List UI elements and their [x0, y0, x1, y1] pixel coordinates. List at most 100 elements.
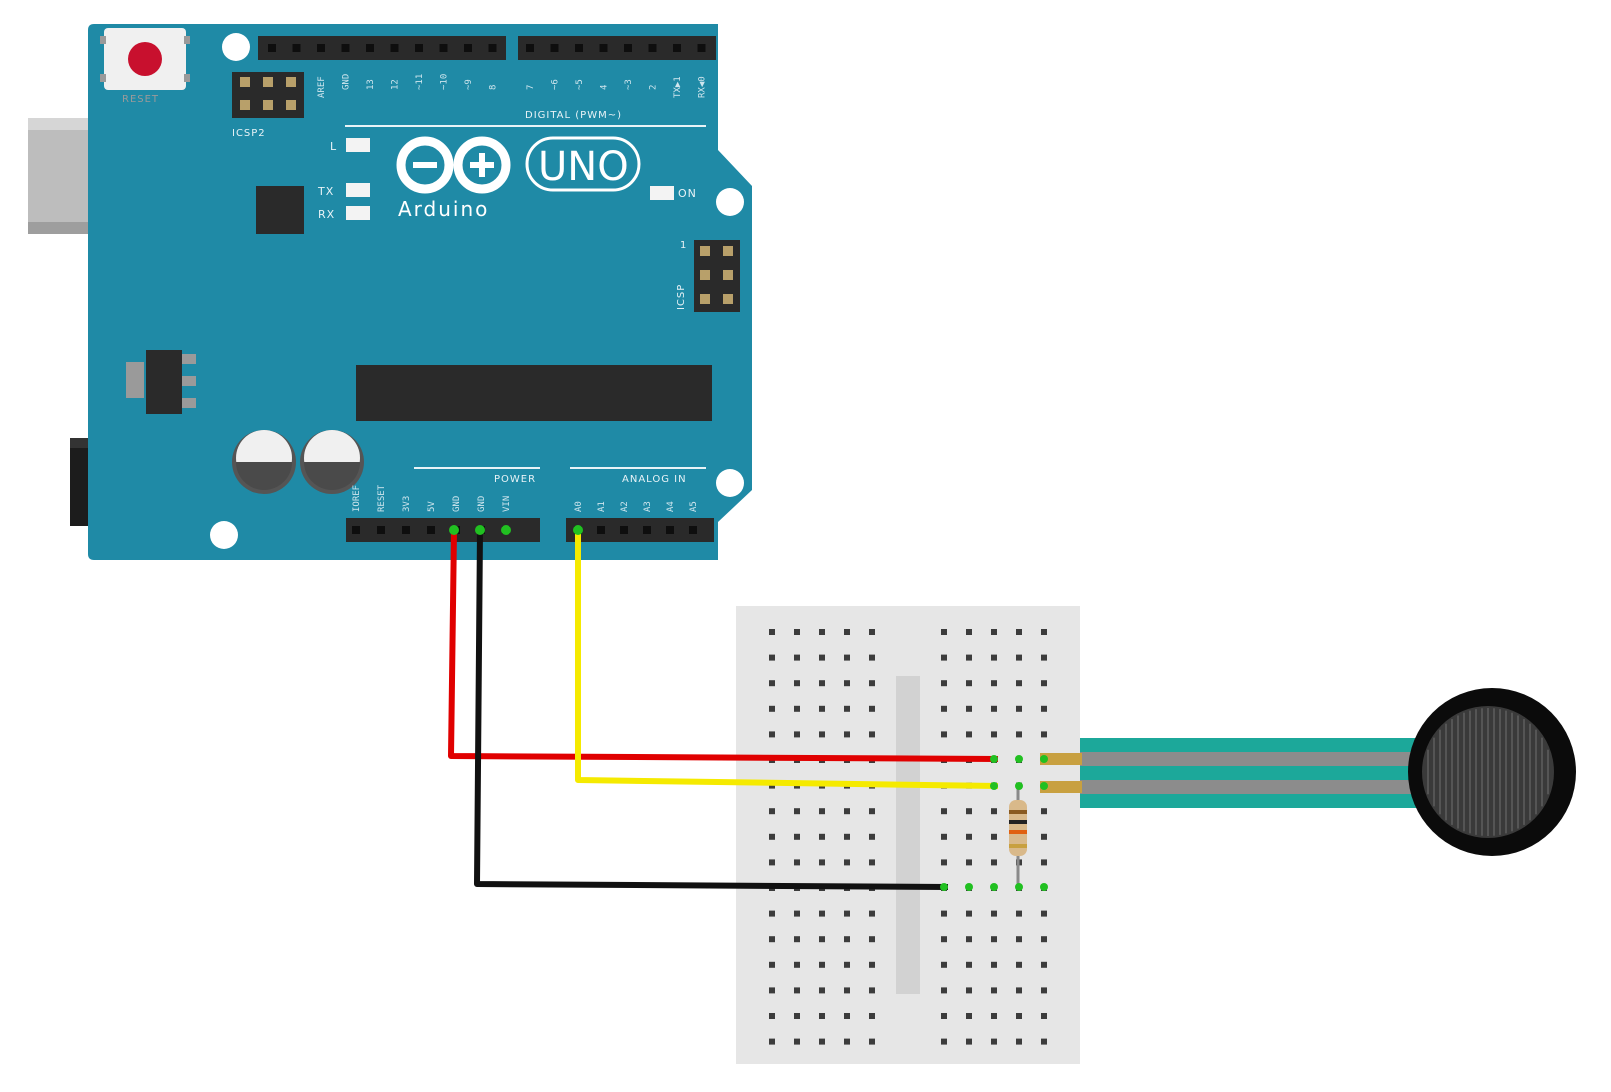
- pin-label: 5V: [427, 501, 437, 512]
- breadboard-hole: [1041, 1038, 1047, 1045]
- breadboard-hole: [844, 680, 850, 687]
- led-tx: TX: [317, 183, 370, 198]
- pin-label: 8: [489, 85, 499, 90]
- led-rx: RX: [318, 206, 370, 221]
- connection-dot: [990, 782, 998, 790]
- breadboard-hole: [1016, 910, 1022, 917]
- breadboard-hole: [966, 731, 972, 738]
- breadboard-hole: [991, 833, 997, 840]
- breadboard-hole: [941, 654, 947, 661]
- icsp-label: ICSP: [676, 284, 687, 310]
- svg-text:TX: TX: [317, 185, 334, 198]
- pin-label: 13: [366, 79, 376, 90]
- breadboard-hole: [941, 731, 947, 738]
- mounting-hole: [222, 33, 250, 61]
- pin-label: 3V3: [402, 496, 412, 512]
- breadboard-hole: [769, 731, 775, 738]
- breadboard-hole: [1041, 654, 1047, 661]
- pin-label: A5: [689, 501, 699, 512]
- connection-dot: [990, 755, 998, 763]
- breadboard-hole: [869, 705, 875, 712]
- breadboard-hole: [941, 1038, 947, 1045]
- header-pin: [599, 44, 608, 52]
- pin-label: ~5: [575, 79, 585, 90]
- breadboard-hole: [819, 987, 825, 994]
- breadboard-hole: [869, 629, 875, 635]
- breadboard-hole: [819, 961, 825, 968]
- voltage-regulator: [126, 350, 196, 414]
- resistor: [1009, 784, 1027, 884]
- connection-markers: [449, 525, 1048, 891]
- header-pin: [390, 44, 399, 52]
- connection-dot: [449, 525, 459, 535]
- breadboard-hole: [794, 936, 800, 943]
- connection-dot: [1040, 883, 1048, 891]
- breadboard-hole: [1016, 1038, 1022, 1045]
- breadboard-hole: [1016, 987, 1022, 994]
- header-pin: [415, 44, 423, 52]
- header-pin: [624, 44, 632, 52]
- breadboard-hole: [966, 629, 972, 635]
- breadboard-hole: [1041, 987, 1047, 994]
- breadboard-hole: [819, 936, 825, 943]
- breadboard-hole: [769, 833, 775, 840]
- breadboard-hole: [941, 1013, 947, 1019]
- header-pin: [402, 526, 410, 534]
- header-pin: [643, 526, 651, 534]
- breadboard-hole: [844, 731, 850, 738]
- breadboard-hole: [844, 859, 850, 866]
- breadboard-hole: [966, 808, 972, 815]
- led-on: ON: [650, 186, 696, 200]
- breadboard-hole: [769, 808, 775, 815]
- breadboard-hole: [819, 680, 825, 687]
- header-pin: [597, 526, 605, 534]
- header-pin: [526, 44, 534, 52]
- pin-label: RESET: [377, 484, 387, 512]
- pin-label: A1: [597, 501, 607, 512]
- breadboard-hole: [844, 910, 850, 917]
- mounting-hole: [716, 469, 744, 497]
- breadboard-hole: [769, 936, 775, 943]
- breadboard-hole: [844, 936, 850, 943]
- breadboard-hole: [794, 1013, 800, 1019]
- breadboard-hole: [1041, 910, 1047, 917]
- breadboard-hole: [1041, 859, 1047, 866]
- header-pin: [550, 44, 559, 52]
- breadboard-center-channel: [896, 676, 920, 994]
- breadboard-hole: [869, 1013, 875, 1019]
- breadboard-hole: [941, 833, 947, 840]
- header-pin: [377, 526, 385, 534]
- breadboard-hole: [991, 705, 997, 712]
- header-pin: [673, 44, 681, 52]
- breadboard-hole: [844, 987, 850, 994]
- breadboard-hole: [794, 629, 800, 635]
- breadboard-hole: [844, 961, 850, 968]
- breadboard-hole: [869, 833, 875, 840]
- breadboard-hole: [1041, 629, 1047, 635]
- breadboard-hole: [991, 629, 997, 635]
- connection-dot: [1015, 755, 1023, 763]
- reset-button[interactable]: RESET: [100, 28, 190, 105]
- connection-dot: [965, 883, 973, 891]
- breadboard-hole: [769, 680, 775, 687]
- pin-label: 4: [600, 85, 610, 90]
- breadboard-hole: [869, 987, 875, 994]
- connection-dot: [573, 525, 583, 535]
- logo-text: Arduino: [398, 197, 489, 221]
- connection-dot: [1015, 782, 1023, 790]
- breadboard-hole: [794, 1038, 800, 1045]
- svg-text:L: L: [330, 140, 337, 153]
- pin-label: 7: [526, 85, 536, 90]
- icsp2-header: ICSP2: [232, 72, 304, 139]
- icsp2-label: ICSP2: [232, 128, 266, 139]
- pin-label: AREF: [317, 76, 327, 98]
- breadboard-hole: [819, 1013, 825, 1019]
- pin-label: 12: [391, 79, 401, 90]
- connection-dot: [1040, 755, 1048, 763]
- breadboard-hole: [869, 910, 875, 917]
- breadboard-hole: [769, 1013, 775, 1019]
- force-sensitive-resistor: [1040, 688, 1576, 856]
- breadboard-hole: [794, 961, 800, 968]
- pin-label: A0: [574, 501, 584, 512]
